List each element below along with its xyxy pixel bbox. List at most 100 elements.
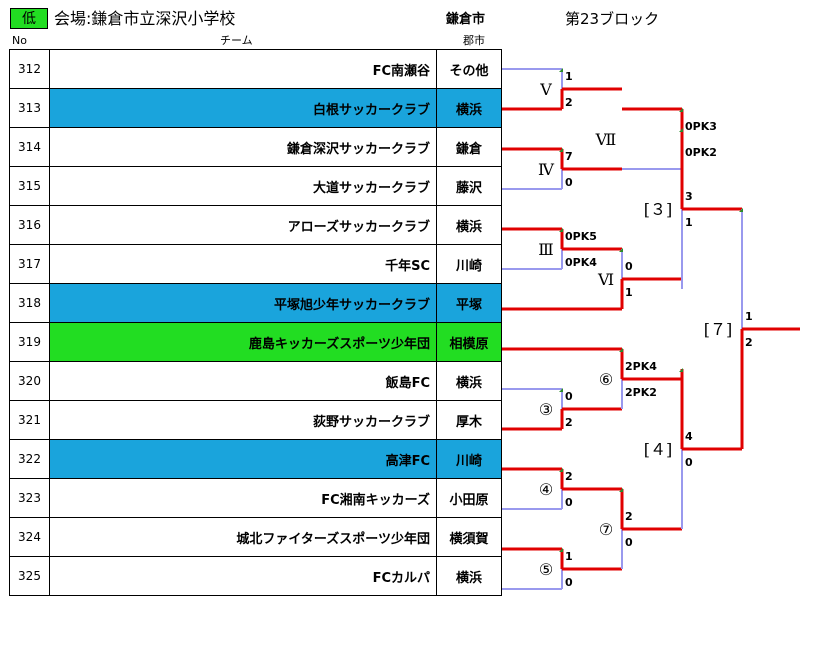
match-label: Ⅲ [538,240,553,259]
match-label: Ⅵ [597,270,614,289]
score-top: 1 [565,70,573,83]
team-number: 314 [9,127,50,167]
score-bottom: 1 [685,216,693,229]
winner-marker [559,388,563,392]
winner-marker [559,468,563,472]
team-city: 横須賀 [436,517,502,557]
column-header-no: No [12,34,27,47]
team-city: 横浜 [436,361,502,401]
match-label: [３] [644,200,673,219]
winner-marker [559,68,563,72]
host-city: 鎌倉市 [446,12,486,27]
team-name: アローズサッカークラブ [49,205,437,245]
winner-marker [619,248,623,252]
team-name: 白根サッカークラブ [49,88,437,128]
score-bottom: 2 [565,416,573,429]
match-label: ⑤ [539,560,553,579]
team-name: FC湘南キッカーズ [49,478,437,518]
score-top: 0PK5 [565,230,597,243]
column-header-team: チーム [220,34,253,47]
match-label: Ⅶ [595,130,617,149]
match-label: ⑦ [599,520,613,539]
score-top: 1 [565,550,573,563]
score-top: 0 [565,390,573,403]
team-city: 横浜 [436,88,502,128]
score-bottom: 0 [565,576,573,589]
team-number: 318 [9,283,50,323]
score-bottom: 2PK2 [625,386,657,399]
score-bottom: 2 [565,96,573,109]
winner-marker [679,108,683,112]
winner-marker [679,128,683,132]
team-number: 325 [9,556,50,596]
winner-marker [679,368,683,372]
team-number: 320 [9,361,50,401]
score-bottom: 0 [565,176,573,189]
winner-marker [559,228,563,232]
match-label: [７] [704,320,733,339]
team-city: 相模原 [436,322,502,362]
team-name: 飯島FC [49,361,437,401]
level-badge: 低 [10,8,48,29]
team-name: FCカルパ [49,556,437,596]
team-city: 横浜 [436,205,502,245]
winner-marker [619,488,623,492]
team-name: 千年SC [49,244,437,284]
score-bottom: 0PK2 [685,146,717,159]
block-title: 第23ブロック [565,10,660,28]
team-number: 322 [9,439,50,479]
match-label: Ⅴ [539,80,552,99]
score-top: 4 [685,430,693,443]
team-number: 312 [9,49,50,89]
team-name: 平塚旭少年サッカークラブ [49,283,437,323]
team-city: 横浜 [436,556,502,596]
score-bottom: 0 [565,496,573,509]
score-top: 7 [565,150,573,163]
team-city: 小田原 [436,478,502,518]
score-top: 0 [625,260,633,273]
winner-marker [559,148,563,152]
score-bottom: 2 [745,336,753,349]
team-city: 厚木 [436,400,502,440]
score-bottom: 0PK4 [565,256,597,269]
team-city: 川崎 [436,244,502,284]
score-top: 0PK3 [685,120,717,133]
team-name: 高津FC [49,439,437,479]
team-city: 川崎 [436,439,502,479]
match-label: ④ [539,480,553,499]
team-name: 城北ファイターズスポーツ少年団 [49,517,437,557]
column-header-city: 郡市 [463,34,485,47]
score-top: 1 [745,310,753,323]
match-label: ③ [539,400,553,419]
winner-marker [619,348,623,352]
score-bottom: 0 [685,456,693,469]
team-city: 藤沢 [436,166,502,206]
score-top: 2 [625,510,633,523]
score-top: 2 [565,470,573,483]
team-number: 324 [9,517,50,557]
score-top: 2PK4 [625,360,657,373]
match-label: ⑥ [599,370,613,389]
match-label: Ⅳ [538,160,555,179]
match-label: [４] [644,440,673,459]
winner-marker [739,208,743,212]
winner-marker [559,548,563,552]
team-city: 鎌倉 [436,127,502,167]
team-city: 平塚 [436,283,502,323]
team-number: 313 [9,88,50,128]
venue-title: 会場:鎌倉市立深沢小学校 [54,9,236,28]
score-bottom: 1 [625,286,633,299]
team-number: 321 [9,400,50,440]
